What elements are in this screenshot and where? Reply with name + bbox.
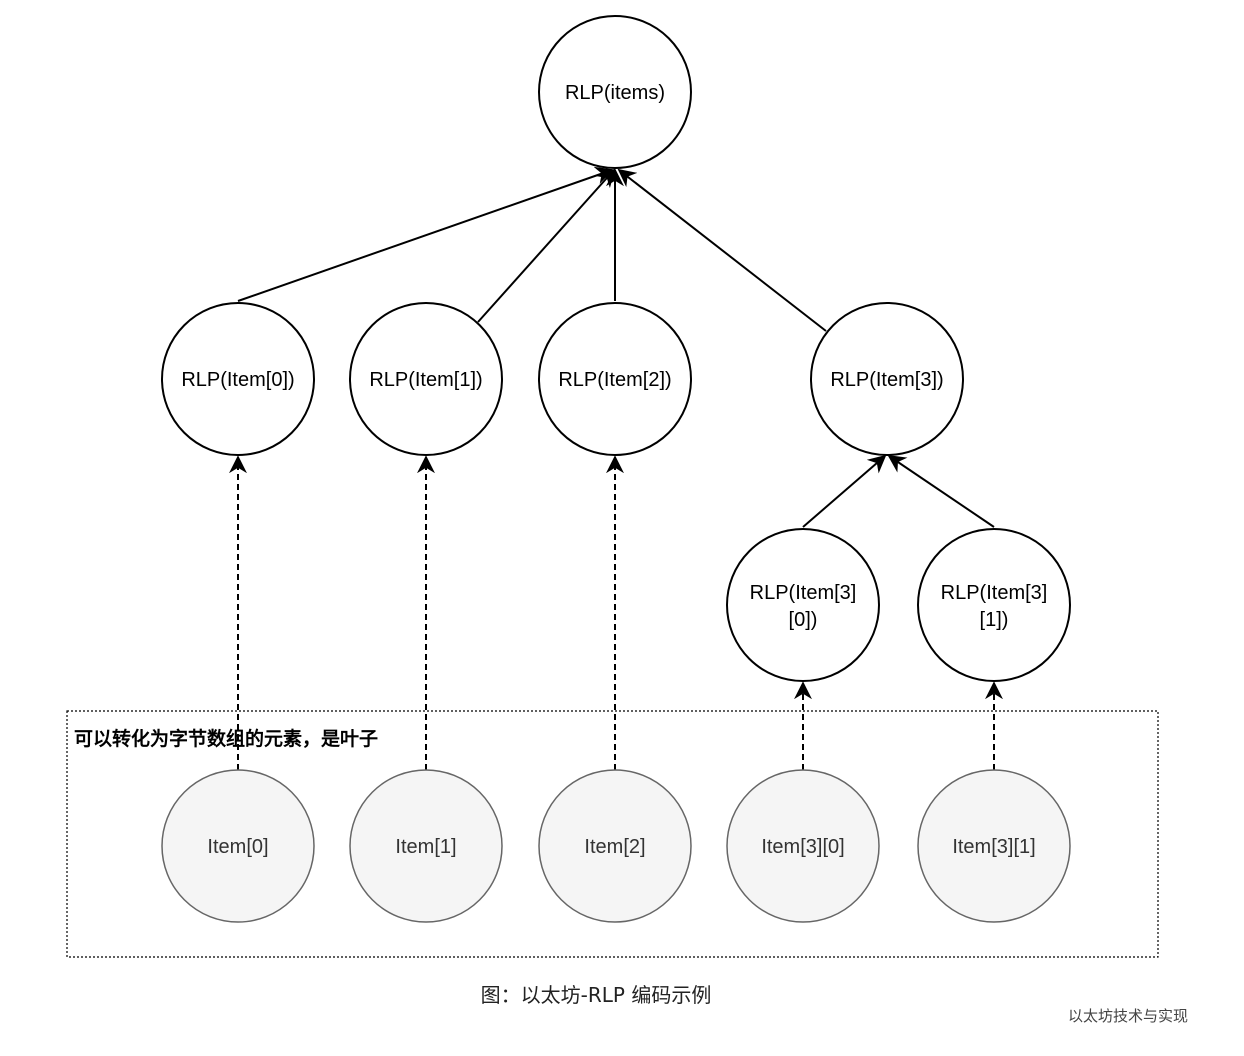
edge-item1-to-root	[477, 168, 616, 323]
leaf-item2-node: Item[2]	[538, 769, 692, 923]
leaf-item0-label: Item[0]	[207, 836, 268, 858]
rlp-item3-1-label-line1: RLP(Item[3]	[941, 582, 1048, 604]
rlp-item1-node: RLP(Item[1])	[349, 302, 503, 456]
root-node-label: RLP(items)	[565, 82, 665, 104]
rlp-item3-0-label-line1: RLP(Item[3]	[750, 582, 857, 604]
edge-item0-to-root	[237, 166, 614, 302]
rlp-item3-node: RLP(Item[3])	[810, 302, 964, 456]
rlp-item3-1-node: RLP(Item[3] [1])	[917, 528, 1071, 682]
leaf-item3-0-label: Item[3][0]	[761, 836, 844, 858]
watermark: 以太坊技术与实现	[1068, 1007, 1188, 1025]
rlp-item2-node: RLP(Item[2])	[538, 302, 692, 456]
root-node: RLP(items)	[538, 15, 692, 169]
leaf-item3-1-label: Item[3][1]	[952, 836, 1035, 858]
leaf-item3-1-node: Item[3][1]	[917, 769, 1071, 923]
rlp-item2-label: RLP(Item[2])	[558, 369, 671, 391]
rlp-item0-label: RLP(Item[0])	[181, 369, 294, 391]
rlp-item3-1-label-line2: [1])	[980, 609, 1009, 631]
leaf-item0-node: Item[0]	[161, 769, 315, 923]
rlp-item0-node: RLP(Item[0])	[161, 302, 315, 456]
edge-item3-1-to-item3	[887, 454, 995, 528]
edge-item3-0-to-item3	[802, 454, 887, 528]
leaf-group-box	[66, 710, 1159, 958]
leaf-item2-label: Item[2]	[584, 836, 645, 858]
leaf-item3-0-node: Item[3][0]	[726, 769, 880, 923]
leaf-item1-label: Item[1]	[395, 836, 456, 858]
leaf-group-label: 可以转化为字节数组的元素，是叶子	[74, 727, 378, 750]
edge-item3-to-root	[617, 168, 827, 332]
rlp-item3-0-node: RLP(Item[3] [0])	[726, 528, 880, 682]
leaf-item1-node: Item[1]	[349, 769, 503, 923]
figure-caption: 图：以太坊-RLP 编码示例	[481, 983, 712, 1007]
rlp-item3-label: RLP(Item[3])	[830, 369, 943, 391]
rlp-item3-0-label-line2: [0])	[789, 609, 818, 631]
rlp-item1-label: RLP(Item[1])	[369, 369, 482, 391]
